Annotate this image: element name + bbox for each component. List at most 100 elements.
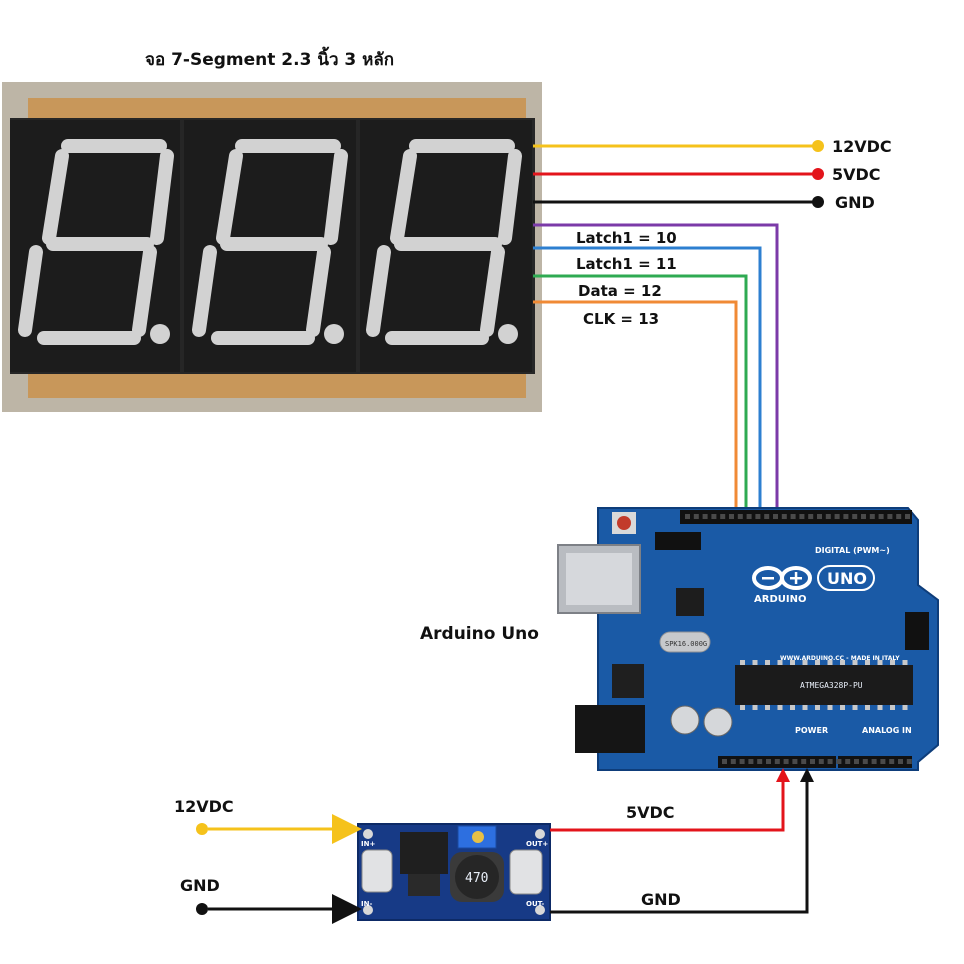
label-input-12vdc: 12VDC <box>174 797 234 816</box>
label-output-5vdc: 5VDC <box>626 803 675 822</box>
digit-3-segment-b <box>498 149 522 245</box>
digit-1-segment-f <box>42 149 69 245</box>
chip-pin-top-6 <box>802 660 808 665</box>
bottom-pin-15 <box>845 759 851 764</box>
regulator-input-wires: 12VDC GND <box>174 797 362 924</box>
digit-3-segment-f <box>390 149 417 245</box>
brand-text: ARDUINO <box>754 594 806 605</box>
chip-pin-bottom-3 <box>765 705 770 710</box>
digital-pin-12 <box>781 514 787 519</box>
bottom-pin-7 <box>774 759 780 764</box>
bottom-pin-10 <box>801 759 807 764</box>
digital-pin-14 <box>799 514 805 519</box>
digital-pin-24 <box>887 514 893 519</box>
digital-header <box>680 510 912 524</box>
model-badge <box>817 565 875 591</box>
bottom-pin-17 <box>862 759 868 764</box>
power-wires: 12VDC 5VDC GND <box>533 137 892 212</box>
mount-hole-3 <box>363 905 373 915</box>
digit-3-segment-c <box>480 245 505 337</box>
digital-pin-20 <box>852 514 858 519</box>
chip-pin-top-11 <box>865 660 870 665</box>
mount-hole-4 <box>535 905 545 915</box>
terminal-input-12vdc <box>196 823 208 835</box>
digital-header-label: DIGITAL (PWM~) <box>815 546 890 555</box>
buck-regulator-module: 470 IN+ IN- OUT+ OUT- <box>357 823 551 921</box>
signal-wires: Latch1 = 10 Latch1 = 11 Data = 12 CLK = … <box>533 223 779 512</box>
chip-pin-top-5 <box>790 660 795 665</box>
mount-hole-1 <box>363 829 373 839</box>
inductor-label: 470 <box>465 871 488 886</box>
digit-2-segment-b <box>324 149 348 245</box>
digital-pin-19 <box>843 514 849 519</box>
digital-pin-10 <box>764 514 770 519</box>
digital-pin-4 <box>711 514 717 519</box>
chip-pin-top-1 <box>740 660 745 665</box>
digit-2-segment-c <box>306 245 331 337</box>
dc-jack <box>575 705 645 753</box>
bottom-pin-16 <box>854 759 859 764</box>
label-data-12: Data = 12 <box>578 282 662 300</box>
terminal-gnd <box>812 196 824 208</box>
label-latch1-10: Latch1 = 10 <box>576 229 677 247</box>
digital-pin-8 <box>746 514 752 519</box>
digital-pin-25 <box>896 514 902 519</box>
bottom-pin-9 <box>792 759 798 764</box>
chip-pin-top-12 <box>877 660 883 665</box>
digital-pin-13 <box>790 514 796 519</box>
digital-pin-22 <box>869 514 875 519</box>
atmega-chip <box>735 665 913 705</box>
digital-pin-6 <box>729 514 734 519</box>
bottom-pin-12 <box>818 759 824 764</box>
lm2596-leads <box>408 874 440 896</box>
digit-2-decimal-point <box>324 324 344 344</box>
trim-screw <box>472 831 484 843</box>
wire-output-5vdc <box>550 780 785 832</box>
chip-pin-bottom-5 <box>790 705 795 710</box>
digital-pin-1 <box>685 514 690 519</box>
digital-pin-23 <box>878 514 884 519</box>
digital-pin-9 <box>755 514 761 519</box>
arduino-logo <box>752 566 812 590</box>
bottom-pin-6 <box>766 759 771 764</box>
terminal-5vdc <box>812 168 824 180</box>
bottom-pin-3 <box>739 759 745 764</box>
digit-2-segment-f <box>216 149 243 245</box>
bottom-pin-1 <box>722 759 727 764</box>
bottom-pin-8 <box>783 759 789 764</box>
chip-pin-bottom-13 <box>890 705 895 710</box>
label-clk-13: CLK = 13 <box>583 310 659 328</box>
bottom-pin-18 <box>871 759 877 764</box>
label-5vdc: 5VDC <box>832 165 881 184</box>
board-regulator <box>612 664 644 698</box>
digital-pin-3 <box>702 514 708 519</box>
bottom-pin-2 <box>730 759 736 764</box>
digital-pin-18 <box>834 514 840 519</box>
digital-pin-16 <box>817 514 822 519</box>
chip-pin-top-4 <box>777 660 783 665</box>
output-capacitor <box>509 849 543 895</box>
pin-in-plus: IN+ <box>361 840 375 848</box>
label-input-gnd: GND <box>180 876 220 895</box>
digital-pin-21 <box>861 514 866 519</box>
pin-out-plus: OUT+ <box>526 840 548 848</box>
analog-header-label: ANALOG IN <box>862 726 912 735</box>
display-title: จอ 7-Segment 2.3 นิ้ว 3 หลัก <box>145 46 394 70</box>
chip-pin-top-2 <box>752 660 758 665</box>
chip-pin-bottom-9 <box>840 705 845 710</box>
usb-chip <box>676 588 704 616</box>
bottom-pin-20 <box>889 759 895 764</box>
chip-pin-bottom-4 <box>777 705 783 710</box>
icsp-header-2 <box>905 612 929 650</box>
chip-pin-top-10 <box>852 660 858 665</box>
inductor-coil <box>455 855 499 899</box>
website-text: WWW.ARDUINO.CC - MADE IN ITALY <box>780 655 900 662</box>
label-output-gnd: GND <box>641 890 681 909</box>
crystal <box>659 631 711 653</box>
input-capacitor <box>361 849 393 893</box>
icsp-header-1 <box>655 532 701 550</box>
arduino-label: Arduino Uno <box>420 624 539 644</box>
digit-1-segment-e <box>18 245 43 337</box>
wire-clk-13 <box>533 300 738 512</box>
